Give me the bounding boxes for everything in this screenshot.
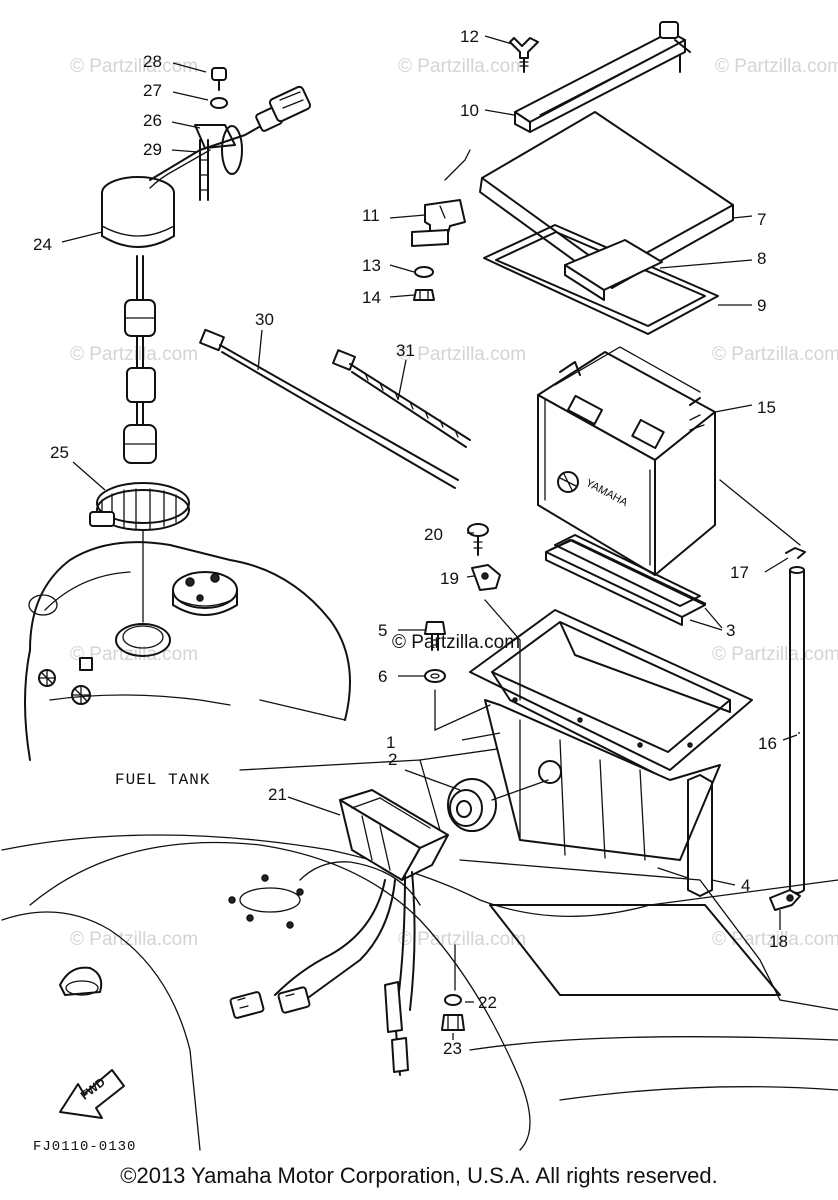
gasket-and-pad [483, 224, 719, 335]
watermark: © Partzilla.com [712, 344, 838, 365]
callout-1: 1 [386, 733, 395, 752]
vent-hose [769, 547, 806, 911]
battery: YAMAHA [537, 346, 716, 576]
grommet [447, 778, 497, 832]
callout-15: 15 [757, 398, 776, 417]
callout-numbers: 1 2 3 4 5 6 7 8 9 10 11 12 13 14 15 16 1… [33, 27, 788, 1058]
fuel-tank [24, 541, 351, 761]
leader-lines [61, 35, 800, 1040]
callout-12: 12 [460, 27, 479, 46]
watermark: © Partzilla.com [715, 56, 838, 77]
watermark: © Partzilla.com [70, 56, 198, 77]
hull-outline [1, 739, 838, 1151]
callout-18: 18 [769, 932, 788, 951]
callout-31: 31 [396, 341, 415, 360]
callout-10: 10 [460, 101, 479, 120]
watermark: © Partzilla.com [398, 56, 526, 77]
watermark: © Partzilla.com [398, 929, 526, 950]
washer-and-nut [441, 994, 465, 1031]
center-watermark: © Partzilla.com [392, 632, 520, 653]
callout-24: 24 [33, 235, 52, 254]
callout-23: 23 [443, 1039, 462, 1058]
clamp-connector-cluster [149, 67, 312, 201]
callout-17: 17 [730, 563, 749, 582]
callout-5: 5 [378, 621, 387, 640]
bracket-assembly [411, 149, 471, 301]
callout-3: 3 [726, 621, 735, 640]
watermark: © Partzilla.com [398, 344, 526, 365]
copyright-notice: ©2013 Yamaha Motor Corporation, U.S.A. A… [120, 1163, 718, 1188]
watermark: © Partzilla.com [712, 929, 838, 950]
callout-30: 30 [255, 310, 274, 329]
box-bracket [657, 774, 713, 897]
fuse-box-harness [229, 789, 449, 1076]
callout-2: 2 [388, 750, 397, 769]
callout-22: 22 [478, 993, 497, 1012]
callout-11: 11 [362, 206, 380, 225]
battery-holddown-bar [514, 21, 691, 133]
callout-13: 13 [362, 256, 381, 275]
watermark: © Partzilla.com [70, 929, 198, 950]
callout-7: 7 [757, 210, 766, 229]
callout-16: 16 [758, 734, 777, 753]
fwd-arrow: FWD [59, 1069, 125, 1119]
watermark: © Partzilla.com [70, 344, 198, 365]
callout-29: 29 [143, 140, 162, 159]
callout-28: 28 [143, 52, 162, 71]
callout-25: 25 [50, 443, 69, 462]
callout-19: 19 [440, 569, 459, 588]
callout-8: 8 [757, 249, 766, 268]
watermark: © Partzilla.com [712, 644, 838, 665]
callout-6: 6 [378, 667, 387, 686]
cable-ties [199, 328, 471, 489]
callout-20: 20 [424, 525, 443, 544]
callout-4: 4 [741, 876, 750, 895]
callout-21: 21 [268, 785, 287, 804]
callout-9: 9 [757, 296, 766, 315]
fuel-sender-assembly [101, 149, 211, 464]
callout-26: 26 [143, 111, 162, 130]
battery-pads [545, 534, 707, 626]
battery-box [469, 609, 753, 861]
callout-14: 14 [362, 288, 381, 307]
wing-bolt [509, 37, 539, 73]
assembly-lines [142, 479, 801, 991]
diagram-code: FJ0110-0130 [33, 1139, 136, 1155]
callout-27: 27 [143, 81, 162, 100]
fuel-tank-label: FUEL TANK [115, 771, 210, 789]
screw-and-clip [467, 523, 501, 591]
